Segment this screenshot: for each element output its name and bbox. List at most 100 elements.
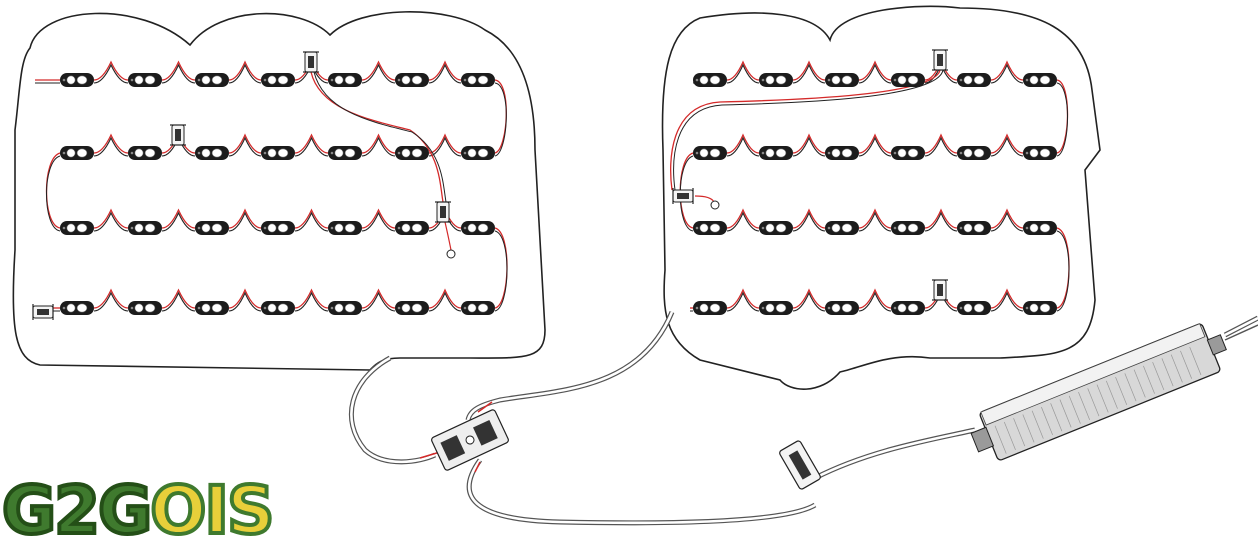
module-lens	[709, 303, 721, 313]
wire-black	[294, 211, 329, 232]
module-lens	[277, 223, 289, 233]
wire-black	[93, 291, 129, 312]
module-lens	[831, 148, 841, 158]
led-module-icon	[395, 146, 429, 160]
wire-black	[726, 136, 760, 157]
led-module-icon	[759, 301, 793, 315]
driver-fin	[1078, 391, 1091, 421]
wire-red	[494, 227, 508, 309]
wire-red	[924, 208, 958, 229]
wire-red	[361, 288, 396, 309]
wire-red	[93, 208, 129, 229]
wire-red	[361, 133, 396, 154]
module-lens	[1029, 148, 1039, 158]
led-module-icon	[693, 73, 727, 87]
connector-core	[937, 54, 943, 66]
led-module-icon	[261, 73, 295, 87]
wire-black	[361, 136, 396, 157]
driver-fin	[1022, 414, 1035, 443]
wire-red	[474, 461, 481, 473]
module-screw	[695, 151, 699, 155]
module-lens	[144, 303, 156, 313]
module-screw	[263, 226, 267, 230]
wire-black	[228, 136, 262, 157]
driver-fin	[1031, 410, 1044, 439]
wire-black	[990, 63, 1024, 84]
module-lens	[267, 223, 277, 233]
module-wires	[35, 60, 1070, 312]
led-module-icon	[328, 146, 362, 160]
module-lens	[699, 148, 709, 158]
wire-black	[1056, 230, 1070, 312]
module-screw	[959, 78, 963, 82]
wire-black	[494, 230, 508, 312]
module-screw	[463, 226, 467, 230]
module-screw	[893, 151, 897, 155]
module-lens	[134, 75, 144, 85]
wire-red	[294, 208, 329, 229]
module-lens	[211, 148, 223, 158]
connector-core	[37, 309, 49, 315]
module-screw	[827, 306, 831, 310]
driver-gland	[970, 426, 995, 453]
module-lens	[709, 223, 721, 233]
quick-connector-icon	[435, 201, 451, 223]
module-lens	[973, 303, 985, 313]
module-screw	[827, 226, 831, 230]
wire-black	[294, 136, 329, 157]
led-module-icon	[128, 301, 162, 315]
module-lens	[201, 223, 211, 233]
led-module-icon	[395, 221, 429, 235]
led-module-icon	[261, 146, 295, 160]
connector-core	[937, 284, 943, 296]
driver-fin	[1041, 406, 1053, 436]
wire-red	[361, 208, 396, 229]
connector-core	[175, 129, 181, 141]
led-module-icon	[693, 221, 727, 235]
led-module-icon	[60, 221, 94, 235]
wire-black	[161, 211, 196, 232]
module-lens	[211, 223, 223, 233]
module-lens	[831, 223, 841, 233]
module-lens	[963, 303, 973, 313]
driver-fin	[1059, 399, 1072, 428]
module-screw	[197, 306, 201, 310]
module-lens	[963, 148, 973, 158]
wire-red	[228, 133, 262, 154]
wire-red	[161, 288, 196, 309]
module-lens	[211, 303, 223, 313]
wire-black	[228, 291, 262, 312]
module-lens	[411, 148, 423, 158]
module-screw	[397, 306, 401, 310]
module-screw	[893, 306, 897, 310]
module-lens	[267, 75, 277, 85]
led-module-icon	[891, 73, 925, 87]
wire-black	[313, 71, 447, 203]
end-cap-icon	[446, 249, 456, 259]
module-lens	[765, 223, 775, 233]
module-screw	[827, 151, 831, 155]
module-lens	[897, 223, 907, 233]
module-lens	[76, 148, 88, 158]
led-module-icon	[195, 146, 229, 160]
led-module-icon	[328, 73, 362, 87]
module-lens	[277, 75, 289, 85]
module-lens	[1039, 223, 1051, 233]
module-screw	[62, 306, 66, 310]
module-lens	[477, 303, 489, 313]
module-lens	[963, 223, 973, 233]
module-lens	[334, 303, 344, 313]
wire-black	[792, 291, 826, 312]
module-lens	[775, 148, 787, 158]
module-screw	[130, 78, 134, 82]
module-screw	[463, 151, 467, 155]
module-lens	[973, 223, 985, 233]
wire-red	[990, 288, 1024, 309]
wire-black	[93, 136, 129, 157]
right-sign-outline	[661, 5, 1101, 390]
led-module-icon	[957, 221, 991, 235]
connector-core	[308, 56, 314, 68]
module-lens	[699, 303, 709, 313]
driver-fin	[1068, 395, 1081, 424]
led-module-icon	[1023, 221, 1057, 235]
